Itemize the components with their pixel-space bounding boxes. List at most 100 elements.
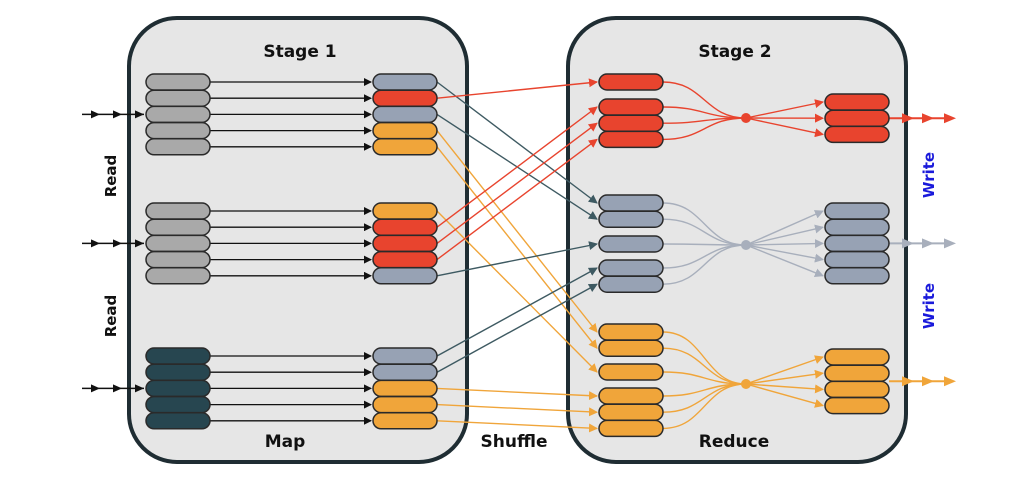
merge-curve <box>662 331 747 385</box>
reduce-input-block <box>598 73 664 91</box>
map-output-partition <box>372 218 438 236</box>
shuffle-link-slate <box>436 267 598 357</box>
shuffle-link-red <box>436 138 598 261</box>
reduce-input-block <box>598 339 664 357</box>
arrowhead-icon <box>922 238 934 249</box>
map-output-partition <box>372 395 438 414</box>
map-input-block <box>145 250 211 269</box>
shuffle-link-orange <box>436 146 598 349</box>
arrowhead-icon <box>113 110 122 119</box>
connections-layer <box>82 78 956 433</box>
read-label-top: Read <box>102 155 120 198</box>
arrowhead-icon <box>944 376 956 387</box>
fanout-arrow <box>745 355 824 385</box>
read-label-bottom: Read <box>102 295 120 338</box>
stage-2-title: Stage 2 <box>698 42 771 62</box>
reduce-output-block <box>824 396 890 415</box>
map-output-partition <box>372 379 438 398</box>
map-input-block <box>145 202 211 220</box>
map-input-block <box>145 363 211 381</box>
reduce-output-block <box>824 267 890 285</box>
shuffle-link-red <box>436 78 598 99</box>
map-input-block <box>145 234 211 253</box>
shuffle-link-orange <box>436 420 598 433</box>
map-input-block <box>145 89 211 107</box>
shuffle-link-red <box>436 122 598 244</box>
map-input-block <box>145 218 211 236</box>
arrowhead-icon <box>91 239 100 248</box>
arrowhead-icon <box>944 113 956 124</box>
fanout-arrow <box>745 244 824 263</box>
merge-curve <box>662 81 747 119</box>
blocks-layer <box>145 73 890 438</box>
reduce-output-block <box>824 218 890 236</box>
merge-curve <box>662 383 747 430</box>
reduce-input-block <box>598 194 664 212</box>
map-input-block <box>145 105 211 124</box>
merge-curve <box>662 347 747 385</box>
reduce-input-block <box>598 98 664 116</box>
map-output-partition <box>372 363 438 381</box>
reduce-label: Reduce <box>699 432 770 452</box>
reduce-output-block <box>824 380 890 399</box>
map-output-partition <box>372 138 438 156</box>
write-label-top: Write <box>920 152 938 198</box>
map-input-block <box>145 73 211 91</box>
reduce-output-block <box>824 93 890 111</box>
fanout-arrow <box>745 224 824 246</box>
reduce-input-block <box>598 363 664 381</box>
map-label: Map <box>265 432 306 452</box>
write-label-bottom: Write <box>920 283 938 329</box>
arrowhead-icon <box>944 238 956 249</box>
shuffle-link-slate <box>436 241 598 277</box>
fanout-arrow <box>745 369 824 385</box>
arrowhead-icon <box>135 239 144 248</box>
map-output-partition <box>372 89 438 107</box>
reduce-output-block <box>824 109 890 127</box>
shuffle-link-orange <box>436 387 598 401</box>
arrowhead-icon <box>902 113 914 124</box>
reduce-input-block <box>598 403 664 421</box>
arrowhead-icon <box>135 384 144 393</box>
fanout-arrow <box>745 383 824 408</box>
reduce-input-block <box>598 235 664 253</box>
fanout-arrow <box>745 99 824 119</box>
reduce-output-block <box>824 348 890 366</box>
shuffle-link-slate <box>436 283 598 373</box>
arrowhead-icon <box>922 113 934 124</box>
map-output-partition <box>372 73 438 91</box>
reduce-input-block <box>598 259 664 277</box>
merge-curve <box>662 117 747 141</box>
fanout-arrow <box>745 210 824 246</box>
map-output-partition <box>372 105 438 124</box>
arrowhead-icon <box>922 376 934 387</box>
map-input-block <box>145 138 211 156</box>
reduce-output-block <box>824 234 890 253</box>
map-output-partition <box>372 412 438 430</box>
reduce-input-block <box>598 275 664 293</box>
shuffle-link-orange <box>436 403 598 417</box>
arrowhead-icon <box>91 110 100 119</box>
map-output-partition <box>372 234 438 253</box>
map-input-block <box>145 379 211 398</box>
merge-curve <box>662 202 747 246</box>
shuffle-link-slate <box>436 81 598 204</box>
arrowhead-icon <box>135 110 144 119</box>
stage-1-title: Stage 1 <box>263 42 336 62</box>
fanout-arrow <box>745 239 824 249</box>
reduce-output-block <box>824 364 890 382</box>
map-input-block <box>145 395 211 414</box>
arrowhead-icon <box>902 238 914 249</box>
reduce-input-block <box>598 419 664 438</box>
fanout-arrow <box>745 244 824 278</box>
shuffle-label: Shuffle <box>481 432 548 452</box>
map-input-block <box>145 121 211 140</box>
shuffle-link-orange <box>436 210 598 373</box>
map-input-block <box>145 347 211 365</box>
reduce-input-block <box>598 387 664 405</box>
shuffle-link-red <box>436 106 598 228</box>
arrowhead-icon <box>902 376 914 387</box>
fanout-arrow <box>745 117 824 138</box>
map-output-partition <box>372 202 438 220</box>
